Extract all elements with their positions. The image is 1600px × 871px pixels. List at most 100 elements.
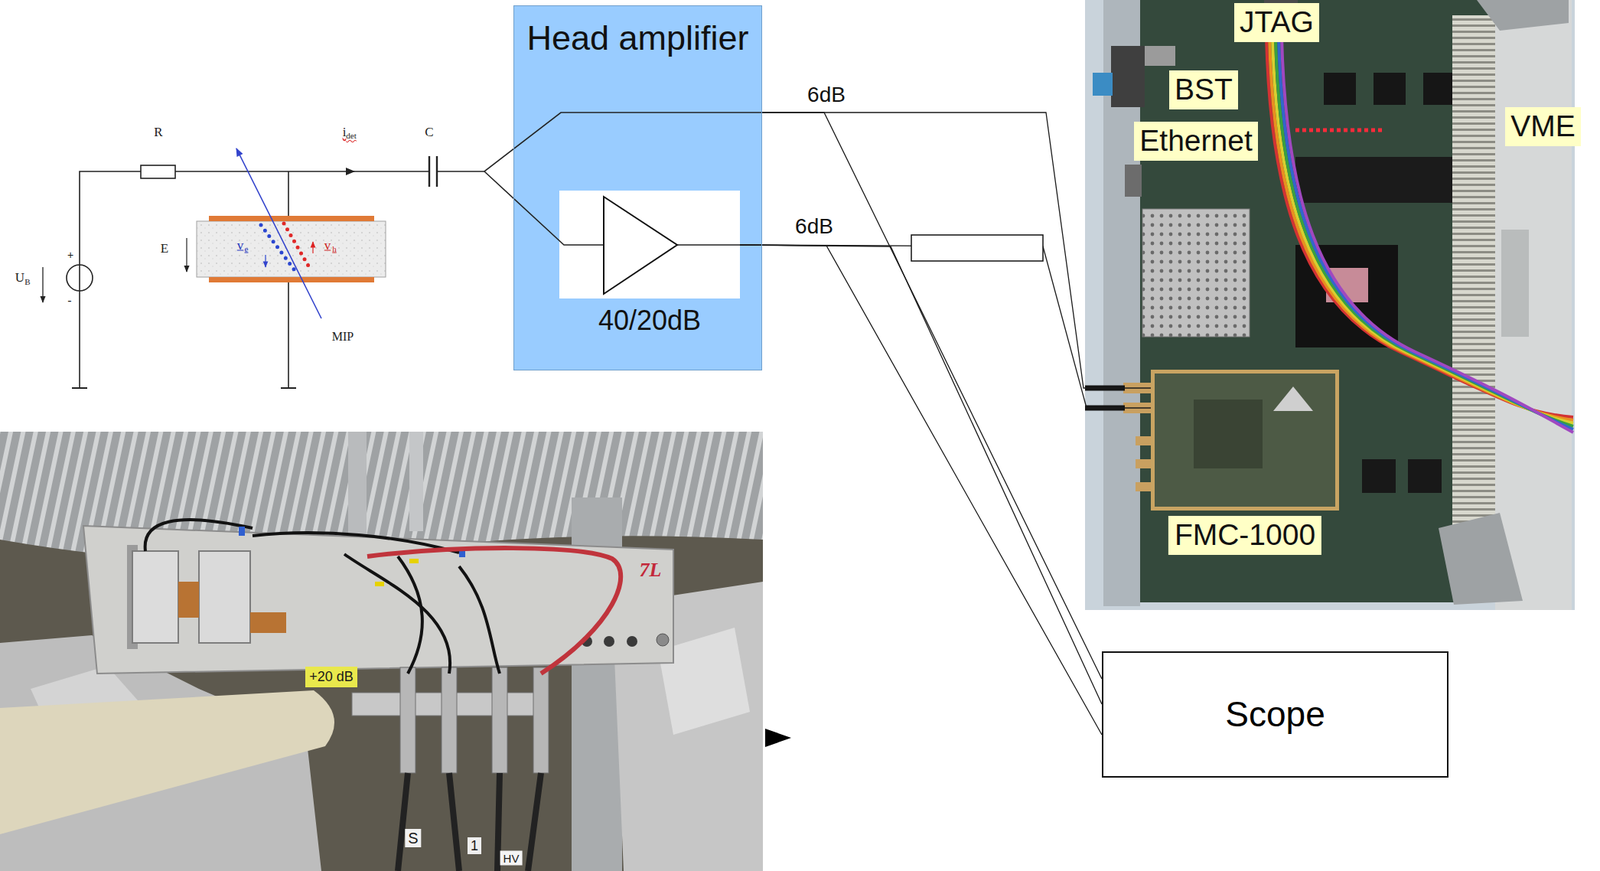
tunnel-photo [132, 550, 179, 643]
ground-symbol [71, 387, 297, 389]
velocity-symbol: v [324, 238, 332, 252]
component-name: R [153, 125, 163, 139]
vfc-board-photo [1085, 0, 1575, 610]
tunnel-photo [459, 566, 500, 674]
hole-trail [283, 223, 310, 268]
wire [79, 112, 763, 388]
particle-name: MIP [332, 330, 354, 343]
tunnel-photo [626, 635, 638, 647]
wire [484, 171, 604, 245]
tunnel-photo [250, 612, 287, 633]
box-fill [513, 5, 763, 371]
node-text: JTAG [1239, 5, 1314, 40]
vfc-board-photo [1144, 45, 1176, 66]
tunnel-photo [533, 667, 549, 773]
tunnel-photo [409, 431, 424, 532]
vfc-board-photo [1323, 72, 1356, 105]
node-text: VME [1510, 109, 1576, 144]
vfc-board-photo [1124, 164, 1142, 197]
vfc-board-photo [1495, 0, 1572, 610]
vfc-board-photo [1273, 386, 1314, 411]
diamond-sensor [196, 221, 386, 277]
current-subscript: det [345, 131, 356, 141]
amplifier-housing: Head amplifier40/20dB [513, 5, 763, 371]
voltage-symbol: U [15, 270, 25, 284]
wire [78, 290, 81, 388]
wire [175, 170, 430, 173]
current-symbol: i [342, 125, 347, 139]
node-text: Ethernet [1139, 123, 1252, 159]
amplifier-stage: 40/20dB [559, 190, 740, 299]
drift-arrow [264, 254, 266, 268]
capacitor-symbol [429, 156, 437, 187]
vfc-board-photo [1295, 156, 1453, 203]
vfc-board-photo [1373, 72, 1406, 105]
node-text: 40/20dB [598, 304, 701, 336]
capacitor-symbol [436, 156, 438, 187]
node-text: +20 dB [309, 668, 354, 685]
tunnel-photo [492, 667, 508, 773]
voltage-arrow [42, 267, 43, 303]
vfc-board-photo [1092, 72, 1113, 96]
capacitor-symbol [428, 156, 431, 187]
cable-tag: HV [500, 850, 523, 866]
vfc-board-photo [1362, 459, 1396, 493]
wire [436, 112, 763, 172]
vfc-board-photo [1407, 459, 1442, 493]
vfc-board-photo [1142, 208, 1250, 337]
vfc-board-photo [1476, 0, 1569, 31]
ground-symbol [71, 387, 88, 389]
vfc-board-photo [1272, 36, 1574, 424]
node-text: BST [1174, 72, 1233, 108]
attenuation-label: 6dB [792, 215, 836, 239]
scope-box: Scope [1101, 651, 1449, 778]
attenuator-box [911, 234, 1043, 261]
tunnel-photo [397, 772, 541, 871]
current-arrow [345, 167, 356, 176]
electrode [208, 276, 375, 283]
voltage-source [78, 264, 81, 291]
field-symbol: E [160, 241, 169, 255]
vfc-board-photo [1135, 436, 1151, 446]
signal-cable [739, 244, 1151, 408]
velocity-subscript: h [332, 244, 337, 254]
cable-tag: S [404, 828, 421, 848]
node-text: FMC-1000 [1168, 515, 1322, 555]
tunnel-photo [0, 431, 792, 871]
resistor-symbol [140, 165, 176, 179]
vfc-board-photo [1501, 229, 1529, 337]
fmc-card: FMC-1000 [1150, 369, 1340, 511]
wire [287, 282, 290, 388]
vfc-board-photo [1269, 36, 1574, 421]
tunnel-photo [400, 667, 416, 773]
velocity-subscript: e [244, 244, 249, 254]
vfc-board-photo [1295, 128, 1385, 133]
vfc-board-photo [1452, 15, 1496, 597]
cable-tag: 1 [467, 837, 482, 854]
velocity-symbol: v [237, 238, 245, 252]
field-arrow [185, 237, 187, 272]
attenuation-label: 6dB [804, 83, 848, 108]
tunnel-photo [178, 581, 199, 618]
tunnel-photo [0, 690, 335, 835]
vfc-board-photo [1438, 512, 1523, 605]
tunnel-photo [374, 581, 385, 587]
ground-symbol [280, 387, 297, 389]
tunnel-photo [409, 558, 419, 564]
vfc-board-photo [1085, 0, 1575, 610]
polarity-sign: - [67, 294, 72, 307]
vfc-board-photo [1138, 0, 1500, 603]
amplifier-symbol [603, 196, 678, 294]
tunnel-photo [83, 525, 674, 674]
tunnel-photo [145, 519, 253, 551]
signal-cable [739, 244, 1102, 704]
wire [79, 171, 141, 265]
signal-cable [762, 112, 1151, 388]
tunnel-photo [198, 550, 251, 643]
photo-callout: BST [1169, 70, 1239, 110]
vfc-board-photo [1275, 36, 1574, 427]
vfc-board-photo [1135, 482, 1151, 492]
tunnel-photo [765, 728, 792, 747]
wire [677, 244, 740, 246]
